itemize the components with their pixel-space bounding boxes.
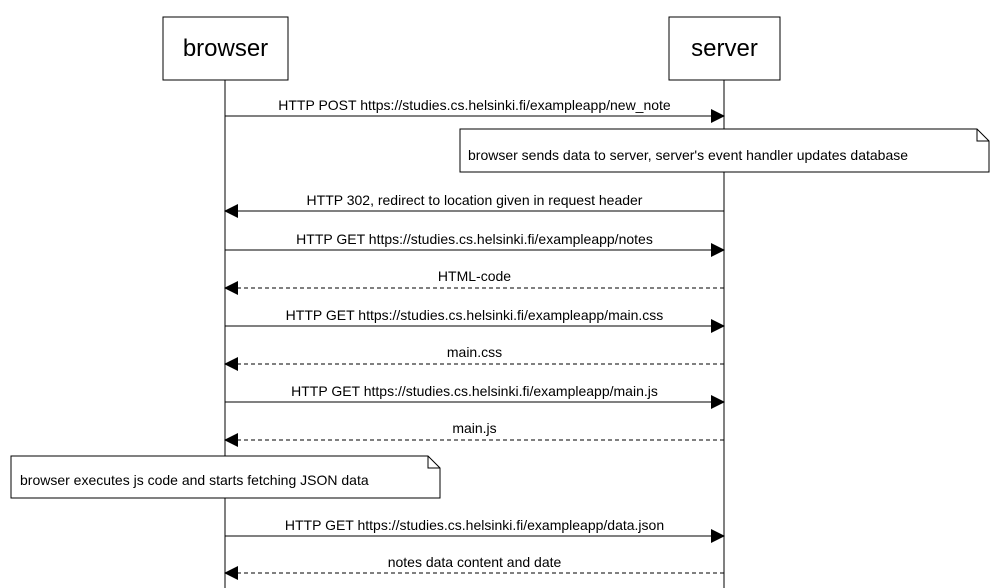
message-css-response-label: main.css bbox=[447, 344, 502, 360]
message-notes-request-label: HTTP GET https://studies.cs.helsinki.fi/… bbox=[296, 231, 653, 247]
message-json-response: notes data content and date bbox=[224, 554, 724, 580]
message-js-request-label: HTTP GET https://studies.cs.helsinki.fi/… bbox=[291, 383, 658, 399]
message-redirect-response: HTTP 302, redirect to location given in … bbox=[224, 192, 724, 218]
participant-browser: browser bbox=[162, 16, 289, 81]
note-browser-executes-js-text: browser executes js code and starts fetc… bbox=[20, 472, 369, 488]
message-css-request-label: HTTP GET https://studies.cs.helsinki.fi/… bbox=[286, 307, 664, 323]
message-json-request: HTTP GET https://studies.cs.helsinki.fi/… bbox=[225, 517, 725, 543]
message-json-response-label: notes data content and date bbox=[388, 554, 562, 570]
message-new-note-request-label: HTTP POST https://studies.cs.helsinki.fi… bbox=[278, 97, 671, 113]
note-server-event-handler: browser sends data to server, server's e… bbox=[459, 128, 990, 173]
note-server-event-handler-text: browser sends data to server, server's e… bbox=[468, 147, 908, 163]
message-new-note-request: HTTP POST https://studies.cs.helsinki.fi… bbox=[225, 97, 725, 123]
participant-server-box bbox=[668, 16, 781, 81]
participant-browser-box bbox=[162, 16, 289, 81]
message-redirect-response-label: HTTP 302, redirect to location given in … bbox=[307, 192, 643, 208]
note-browser-executes-js: browser executes js code and starts fetc… bbox=[10, 455, 441, 499]
message-notes-request: HTTP GET https://studies.cs.helsinki.fi/… bbox=[225, 231, 725, 257]
participant-server: server bbox=[668, 16, 781, 81]
message-js-request: HTTP GET https://studies.cs.helsinki.fi/… bbox=[225, 383, 725, 409]
note-server-event-handler-fold bbox=[976, 129, 989, 142]
message-css-response: main.css bbox=[224, 344, 724, 371]
participant-server-label: server bbox=[691, 35, 758, 62]
note-browser-executes-js-fold bbox=[427, 456, 440, 469]
note-server-event-handler-box bbox=[459, 128, 990, 173]
participant-browser-label: browser bbox=[183, 35, 268, 62]
message-js-response-label: main.js bbox=[452, 420, 496, 436]
note-browser-executes-js-box bbox=[10, 455, 441, 499]
message-json-request-label: HTTP GET https://studies.cs.helsinki.fi/… bbox=[285, 517, 664, 533]
message-html-response-label: HTML-code bbox=[438, 268, 511, 284]
message-css-request: HTTP GET https://studies.cs.helsinki.fi/… bbox=[225, 307, 725, 333]
message-html-response: HTML-code bbox=[224, 268, 724, 295]
message-js-response: main.js bbox=[224, 420, 724, 447]
